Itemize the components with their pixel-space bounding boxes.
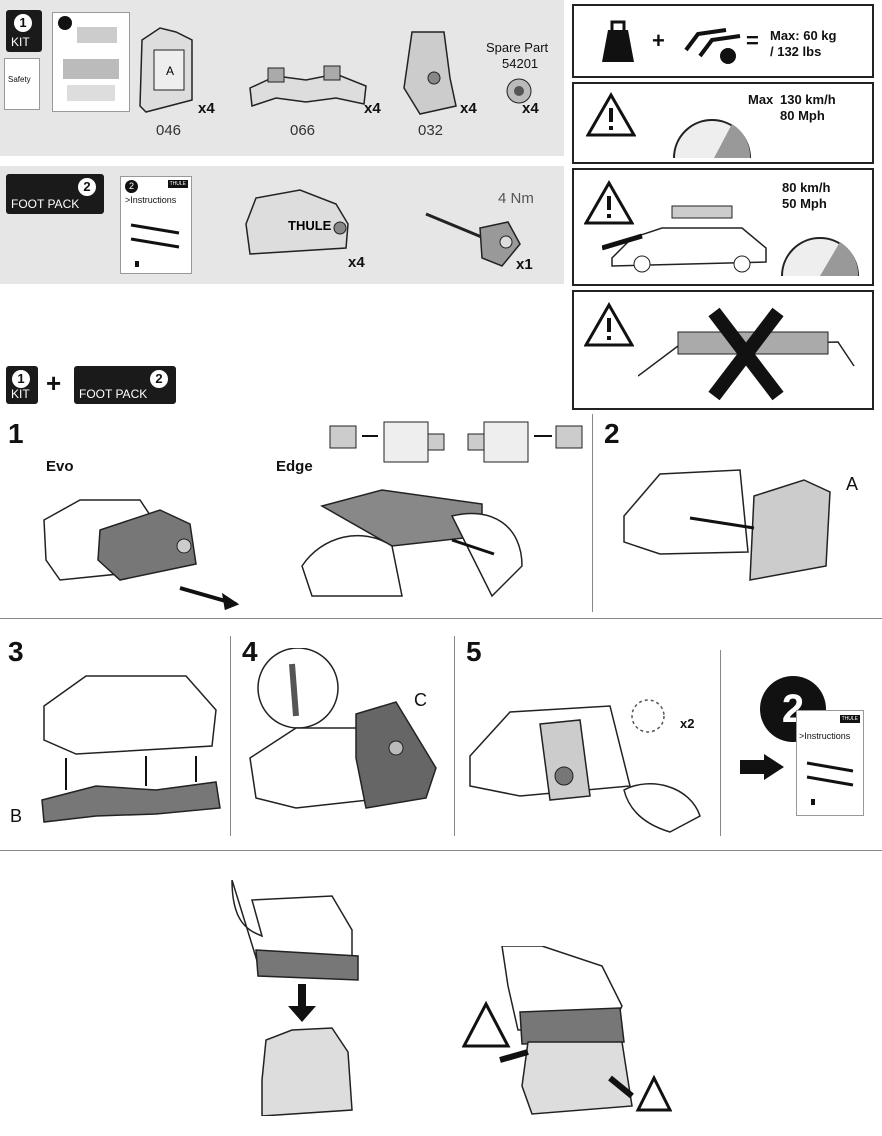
foot-on-roof-drop-illustration <box>231 880 359 1116</box>
combo-kit-badge: 1 KIT <box>6 366 38 404</box>
vertical-divider <box>230 636 231 836</box>
foot-pack-badge: 2 FOOT PACK <box>6 174 104 214</box>
no-load-on-roof-box <box>572 290 874 410</box>
part-066-code: 066 <box>290 122 316 139</box>
kit-badge: 1 KIT <box>6 10 42 52</box>
roof-bars-icon <box>684 28 741 64</box>
combo-plus: + <box>46 368 62 398</box>
bracket-046-icon: A <box>139 27 193 113</box>
car-with-load-icon <box>602 205 767 273</box>
equals-sign: = <box>746 28 759 53</box>
foot-fitted-warning-illustration <box>462 946 672 1115</box>
edge-label: Edge <box>276 458 313 475</box>
combo-foot-badge: 2 FOOT PACK <box>74 366 176 404</box>
load-limit-box: + = Max: 60 kg / 132 lbs <box>572 4 874 78</box>
spare-part-number: 54201 <box>502 56 539 71</box>
speedometer-icon <box>673 119 751 159</box>
next-arrow-icon <box>740 754 784 780</box>
step-4-label-c: C <box>414 690 427 710</box>
speed-mph: 80 Mph <box>780 108 825 123</box>
evo-label: Evo <box>46 458 74 475</box>
safety-booklet: Safety <box>4 58 40 110</box>
part-032-code: 032 <box>418 122 444 139</box>
safety-label: Safety <box>8 75 31 84</box>
part-046-code: 046 <box>156 122 182 139</box>
foot-pack-number: 2 <box>78 178 96 196</box>
speed-max-label: Max <box>748 92 774 107</box>
vertical-divider <box>720 650 721 836</box>
next-instructions-sheet: THULE >Instructions <box>796 710 864 816</box>
combo-kit-number: 1 <box>12 370 30 388</box>
edge-hand-removal-illustration <box>301 489 523 598</box>
spare-screw-icon <box>506 78 532 104</box>
step-3-base-attach-illustration <box>41 675 221 823</box>
warning-triangle-icon <box>584 302 634 347</box>
crosswind-mph: 50 Mph <box>782 196 827 211</box>
step-4-pad-attach-illustration <box>249 648 437 809</box>
evo-foot-removal-illustration <box>43 499 240 611</box>
vertical-divider <box>454 636 455 836</box>
foot-qty: x4 <box>348 254 365 271</box>
part-046-qty: x4 <box>198 100 215 117</box>
crosswind-kmh: 80 km/h <box>782 180 831 195</box>
combo-foot-label: FOOT PACK <box>79 387 148 401</box>
warning-triangle-icon <box>586 92 636 137</box>
instructions-number-icon: 2 <box>125 180 138 193</box>
instructions-label: >Instructions <box>125 195 177 205</box>
load-max-kg: Max: 60 kg <box>770 28 837 43</box>
step-3-number: 3 <box>8 636 24 667</box>
step-1-number: 1 <box>8 418 24 449</box>
manual-sketch-icon <box>58 16 119 101</box>
load-max-lbs: / 132 lbs <box>770 44 822 59</box>
step-5-times-two: x2 <box>680 716 695 731</box>
torque-tool-icon <box>425 212 521 267</box>
speed-limit-box: Max 130 km/h 80 Mph <box>572 82 874 164</box>
next-instructions-label: >Instructions <box>799 731 851 741</box>
spare-qty: x4 <box>522 100 539 117</box>
foot-base-066-icon <box>249 65 367 108</box>
plus-sign: + <box>652 28 665 53</box>
pad-032-icon <box>403 31 457 115</box>
svg-text:A: A <box>166 64 174 78</box>
warning-triangle-icon <box>584 180 634 225</box>
speed-kmh: 130 km/h <box>780 92 836 107</box>
step-2-number: 2 <box>604 418 620 449</box>
horizontal-divider <box>0 850 882 851</box>
next-instructions-brand: THULE <box>839 715 860 723</box>
edge-slide-detail-illustration <box>329 421 583 463</box>
horizontal-divider <box>0 618 882 619</box>
torque-value: 4 Nm <box>498 190 534 207</box>
kit-manual-icon <box>52 12 130 112</box>
kit-number: 1 <box>14 14 32 32</box>
foot-brand-text: THULE <box>288 218 332 233</box>
step-3-label-b: B <box>10 806 23 826</box>
tool-qty: x1 <box>516 256 533 273</box>
foot-pack-label: FOOT PACK <box>11 197 80 211</box>
bars-sketch-icon <box>806 761 854 805</box>
step-5-screw-tighten-illustration <box>469 699 701 833</box>
crosswind-box: 80 km/h 50 Mph <box>572 168 874 286</box>
foot-unit-icon: THULE <box>245 189 349 255</box>
cross-out-icon <box>638 307 855 401</box>
bars-sketch-icon <box>130 223 180 267</box>
step-5-number: 5 <box>466 636 482 667</box>
kit-label: KIT <box>11 35 30 49</box>
speedometer-icon <box>781 237 859 277</box>
part-032-qty: x4 <box>460 100 477 117</box>
part-066-qty: x4 <box>364 100 381 117</box>
instructions-sheet: 2 THULE >Instructions <box>120 176 192 274</box>
combo-foot-number: 2 <box>150 370 168 388</box>
weight-icon <box>602 20 634 62</box>
vertical-divider <box>592 414 593 612</box>
step-2-bracket-attach-illustration <box>623 469 831 581</box>
spare-part-label: Spare Part <box>486 40 549 55</box>
step-2-label-a: A <box>846 474 859 494</box>
instructions-brand: THULE <box>167 180 188 188</box>
combo-kit-label: KIT <box>11 387 30 401</box>
step-4-number: 4 <box>242 636 258 667</box>
